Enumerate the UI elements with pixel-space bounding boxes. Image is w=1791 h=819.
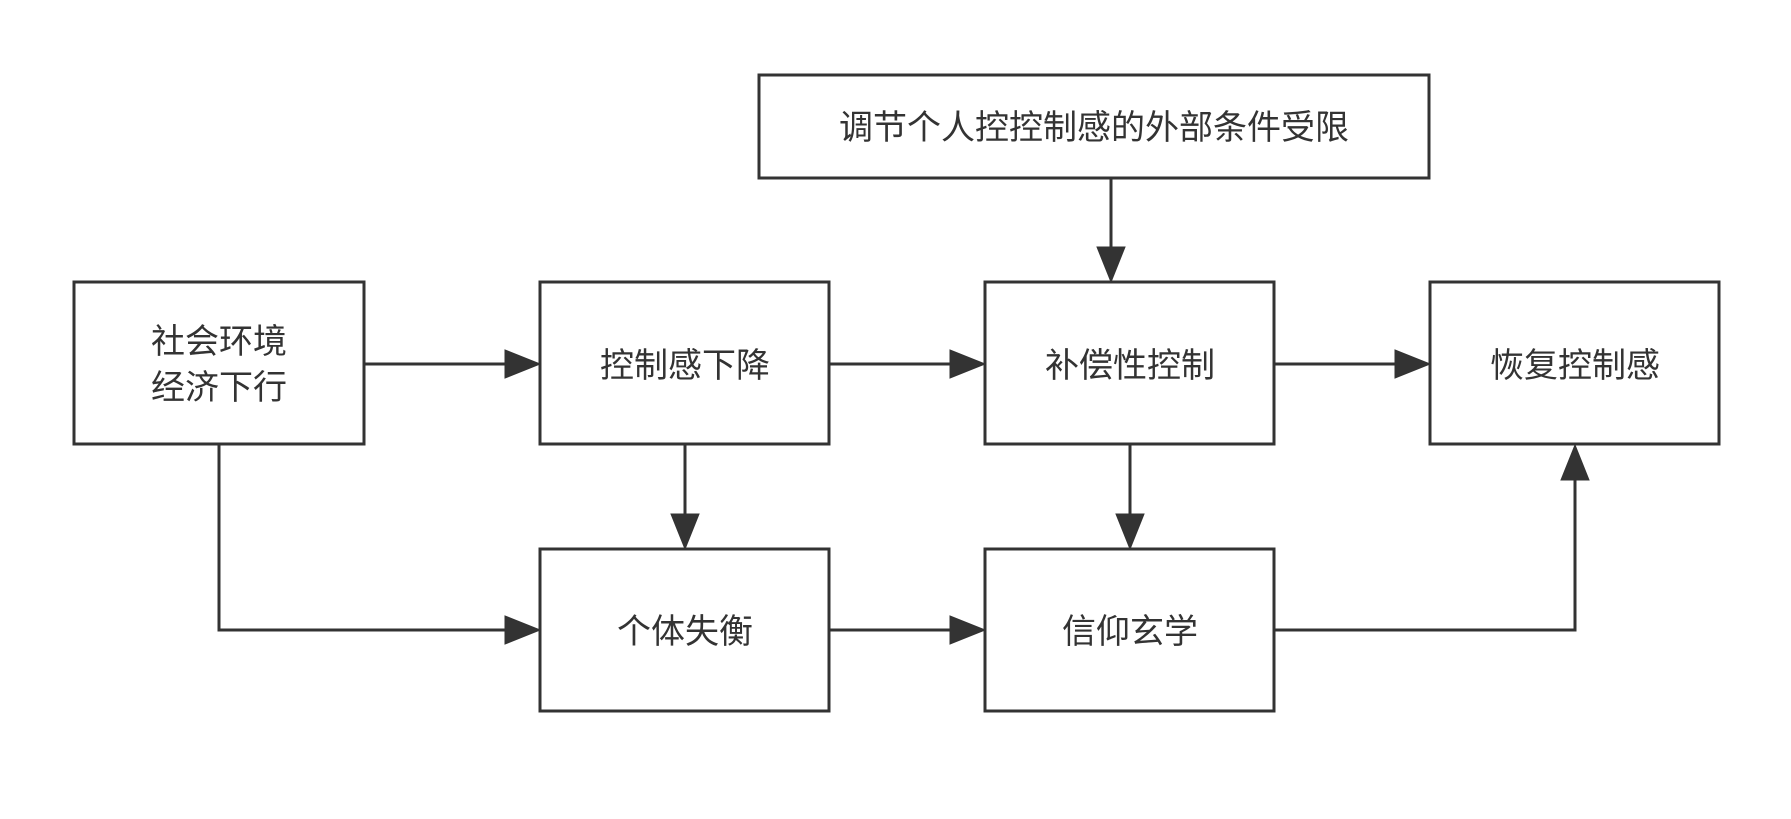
node-constraint: 调节个人控控制感的外部条件受限	[757, 73, 1431, 180]
node-decline-box	[538, 280, 831, 446]
node-decline-label: 控制感下降	[600, 346, 770, 386]
node-social: 社会环境 经济下行	[72, 280, 366, 446]
node-constraint-box	[757, 73, 1431, 180]
node-imbalance-label: 个体失衡	[617, 612, 753, 652]
edge-compensate-to-restore	[1275, 349, 1432, 379]
node-belief: 信仰玄学	[983, 547, 1276, 713]
node-restore-box	[1428, 280, 1721, 446]
node-constraint-label: 调节个人控控制感的外部条件受限	[839, 108, 1349, 148]
edge-social-to-decline	[364, 349, 542, 379]
node-imbalance-box	[538, 547, 831, 713]
node-decline: 控制感下降	[538, 280, 831, 446]
edge-social-to-imbalance	[217, 445, 542, 645]
edge-decline-to-compensate	[830, 349, 987, 379]
edges	[217, 179, 1590, 645]
node-compensate: 补偿性控制	[983, 280, 1276, 446]
node-compensate-box	[983, 280, 1276, 446]
node-social-label-line-2: 经济下行	[151, 368, 287, 408]
node-imbalance: 个体失衡	[538, 547, 831, 713]
edge-belief-to-restore	[1275, 443, 1590, 632]
node-belief-label: 信仰玄学	[1062, 612, 1198, 652]
edge-constraint-to-compensate	[1096, 179, 1126, 284]
edge-compensate-to-belief	[1115, 445, 1145, 551]
node-compensate-label: 补偿性控制	[1045, 346, 1215, 386]
node-social-label-line-1: 社会环境	[151, 322, 287, 362]
node-social-box	[72, 280, 366, 446]
node-restore-label: 恢复控制感	[1490, 346, 1660, 386]
edge-imbalance-to-belief	[830, 615, 987, 645]
node-belief-box	[983, 547, 1276, 713]
edge-decline-to-imbalance	[670, 445, 700, 551]
node-restore: 恢复控制感	[1428, 280, 1721, 446]
